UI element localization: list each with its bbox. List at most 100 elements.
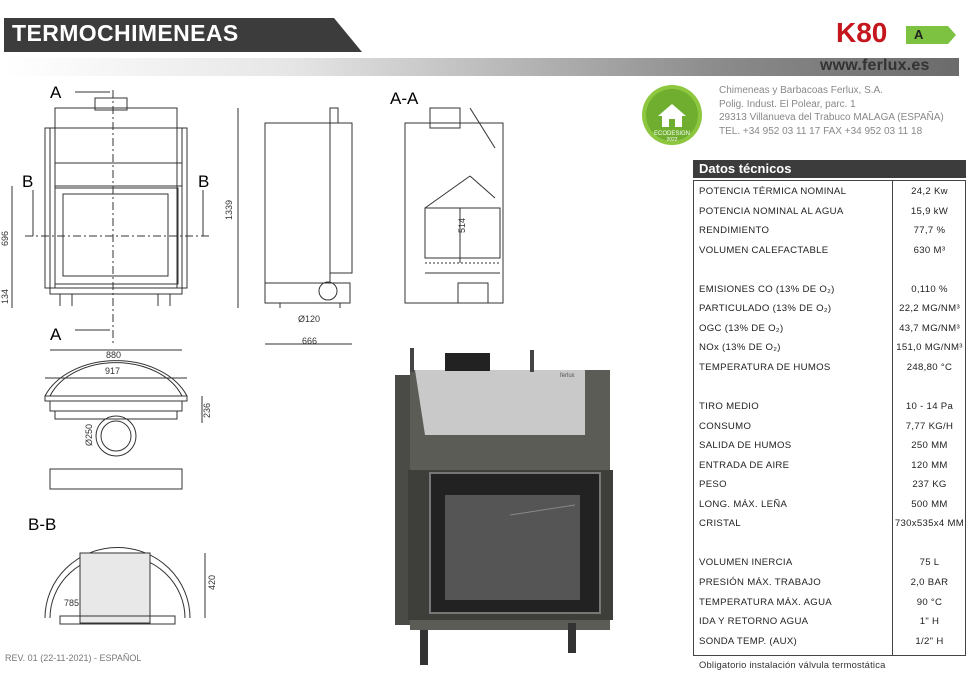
spec-label: POTENCIA TÉRMICA NOMINAL bbox=[699, 186, 847, 197]
energy-class-badge bbox=[906, 26, 956, 44]
spec-row: ENTRADA DE AIRE 120 MM bbox=[693, 458, 966, 476]
title-banner bbox=[4, 18, 362, 52]
footnote: Obligatorio instalación válvula termostá… bbox=[699, 659, 886, 670]
spec-label: OGC (13% DE O₂) bbox=[699, 322, 784, 334]
spec-value: 2,0 BAR bbox=[910, 577, 949, 588]
spec-value: 630 M³ bbox=[913, 244, 946, 256]
spec-value: 10 - 14 Pa bbox=[905, 401, 954, 413]
spec-label: NOx (13% DE O₂) bbox=[699, 342, 781, 354]
spec-label: POTENCIA NOMINAL AL AGUA bbox=[699, 205, 844, 217]
dim-section-aa: 514 bbox=[457, 218, 467, 233]
spec-label: ENTRADA DE AIRE bbox=[699, 459, 790, 471]
side-view bbox=[264, 107, 353, 345]
spec-value: 1" H bbox=[919, 616, 940, 628]
spec-label: PRESIÓN MÁX. TRABAJO bbox=[699, 577, 822, 588]
datos-tecnicos-header bbox=[693, 160, 966, 178]
spec-row: PARTICULADO (13% DE O₂)22,2 MG/NM³ bbox=[693, 301, 966, 319]
spec-row: TEMPERATURA DE HUMOS 248,80 °C bbox=[693, 360, 966, 378]
spec-value: 43,7 MG/NM³ bbox=[899, 322, 960, 334]
spec-row: EMISIONES CO (13% DE O₂) 0,110 % bbox=[693, 282, 966, 300]
spec-value: 250 MM bbox=[911, 440, 948, 452]
spec-label: VOLUMEN CALEFACTABLE bbox=[699, 244, 829, 256]
spec-value: 500 MM bbox=[911, 498, 948, 510]
spec-row: PRESIÓN MÁX. TRABAJO 2,0 BAR bbox=[693, 575, 966, 593]
spec-label: LONG. MÁX. LEÑA bbox=[699, 498, 788, 510]
table-frame bbox=[693, 180, 966, 656]
spec-row: TEMPERATURA MÁX. AGUA 90 °C bbox=[693, 595, 966, 613]
front-view bbox=[11, 90, 239, 351]
spec-label: TEMPERATURA MÁX. AGUA bbox=[699, 596, 832, 608]
ecodesign-logo: ECODESIGN 2022 bbox=[641, 84, 703, 146]
spec-row: TIRO MEDIO 10 - 14 Pa bbox=[693, 399, 966, 417]
spec-value: 151,0 MG/NM³ bbox=[896, 342, 963, 354]
dim-height-total: 1339 bbox=[224, 200, 234, 220]
energy-class-label: A bbox=[914, 27, 924, 42]
spec-label: PARTICULADO (13% DE O₂) bbox=[699, 303, 832, 315]
spec-label: EMISIONES CO (13% DE O₂) bbox=[699, 283, 835, 295]
product-image: ferlux bbox=[395, 348, 613, 665]
dim-top-width: 917 bbox=[105, 366, 120, 376]
section-aa-view bbox=[404, 107, 504, 304]
dim-bb-width: 785 bbox=[64, 598, 79, 608]
product-brand-label: ferlux bbox=[560, 373, 575, 379]
spec-row: POTENCIA NOMINAL AL AGUA 15,9 kW bbox=[693, 204, 966, 222]
spec-row-spacer bbox=[693, 380, 966, 398]
model-name: K80 bbox=[836, 17, 888, 48]
label-section-aa: A-A bbox=[390, 89, 419, 108]
spec-value: 0,110 % bbox=[911, 283, 948, 295]
revision-label: REV. 01 (22-11-2021) - ESPAÑOL bbox=[5, 653, 142, 663]
spec-label: SONDA TEMP. (AUX) bbox=[699, 635, 798, 647]
dim-side-depth: 666 bbox=[302, 336, 317, 346]
company-name: Chimeneas y Barbacoas Ferlux, S.A. bbox=[719, 85, 883, 96]
spec-label: CONSUMO bbox=[699, 420, 752, 432]
spec-value: 7,77 KG/H bbox=[905, 420, 954, 432]
company-address: Chimeneas y Barbacoas Ferlux, S.A. Polig… bbox=[719, 84, 944, 138]
spec-value: 24,2 Kw bbox=[911, 186, 948, 197]
spec-row: RENDIMIENTO 77,7 % bbox=[693, 223, 966, 241]
spec-value: 1/2" H bbox=[915, 635, 944, 647]
label-section-bb: B-B bbox=[28, 515, 56, 534]
spec-label: RENDIMIENTO bbox=[699, 225, 770, 237]
spec-label: TEMPERATURA DE HUMOS bbox=[699, 361, 831, 373]
label-section-a-top: A bbox=[50, 83, 62, 102]
spec-row: VOLUMEN CALEFACTABLE 630 M³ bbox=[693, 243, 966, 261]
spec-row: IDA Y RETORNO AGUA 1" H bbox=[693, 614, 966, 632]
dim-height-base: 134 bbox=[0, 289, 10, 304]
spec-value: 237 KG bbox=[912, 479, 947, 491]
spec-row: SONDA TEMP. (AUX) 1/2" H bbox=[693, 634, 966, 652]
technical-drawings: A A B B 880 1339 696 134 Ø120 666 A-A 51… bbox=[0, 83, 504, 625]
dim-height-door: 696 bbox=[0, 231, 10, 246]
header-gradient-bar bbox=[4, 58, 959, 76]
spec-value: 90 °C bbox=[916, 596, 943, 608]
spec-value: 248,80 °C bbox=[906, 361, 953, 373]
spec-value: 730x535x4 MM bbox=[894, 518, 965, 530]
dim-top-depth: 236 bbox=[202, 403, 212, 418]
dim-flue: Ø250 bbox=[84, 424, 94, 446]
spec-label: TIRO MEDIO bbox=[699, 401, 760, 413]
spec-value: 120 MM bbox=[911, 459, 948, 471]
spec-value: 15,9 kW bbox=[910, 205, 949, 217]
spec-label: IDA Y RETORNO AGUA bbox=[699, 616, 809, 628]
dim-front-width: 880 bbox=[106, 350, 121, 360]
spec-label: SALIDA DE HUMOS bbox=[699, 440, 792, 452]
top-view bbox=[44, 360, 203, 490]
spec-row: NOx (13% DE O₂) 151,0 MG/NM³ bbox=[693, 340, 966, 358]
spec-value: 75 L bbox=[919, 557, 940, 569]
spec-label: VOLUMEN INERCIA bbox=[699, 557, 793, 569]
spec-row: CONSUMO 7,77 KG/H bbox=[693, 419, 966, 437]
spec-row: VOLUMEN INERCIA 75 L bbox=[693, 555, 966, 573]
spec-value: 77,7 % bbox=[913, 225, 946, 237]
spec-row: SALIDA DE HUMOS 250 MM bbox=[693, 438, 966, 456]
ecodesign-year: 2022 bbox=[666, 137, 677, 143]
section-bb-view bbox=[44, 547, 206, 625]
spec-row: POTENCIA TÉRMICA NOMINAL 24,2 Kw bbox=[693, 184, 966, 202]
dim-air-inlet: Ø120 bbox=[298, 314, 320, 324]
spec-row-spacer bbox=[693, 536, 966, 554]
company-phone: TEL. +34 952 03 11 17 FAX +34 952 03 11 … bbox=[719, 125, 923, 137]
company-city: 29313 Villanueva del Trabuco MALAGA (ESP… bbox=[719, 112, 944, 124]
website-link[interactable]: www.ferlux.es bbox=[820, 57, 930, 74]
label-section-a-bottom: A bbox=[50, 325, 62, 344]
